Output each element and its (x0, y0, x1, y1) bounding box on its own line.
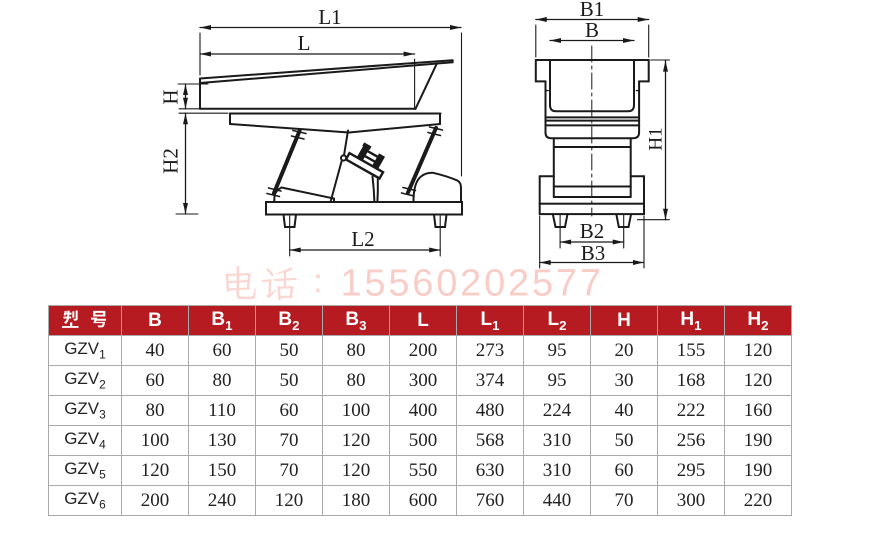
svg-text:H1: H1 (646, 127, 667, 150)
svg-text:L2: L2 (351, 227, 374, 251)
svg-text:B: B (585, 18, 599, 42)
svg-text:L1: L1 (318, 5, 341, 29)
svg-text:H2: H2 (159, 148, 183, 174)
svg-text:B2: B2 (580, 219, 605, 243)
svg-text:L: L (298, 31, 311, 55)
svg-text:B1: B1 (580, 0, 605, 21)
svg-text:H: H (159, 89, 183, 104)
svg-text:15560202577: 15560202577 (341, 263, 604, 305)
svg-text:B3: B3 (581, 241, 606, 265)
